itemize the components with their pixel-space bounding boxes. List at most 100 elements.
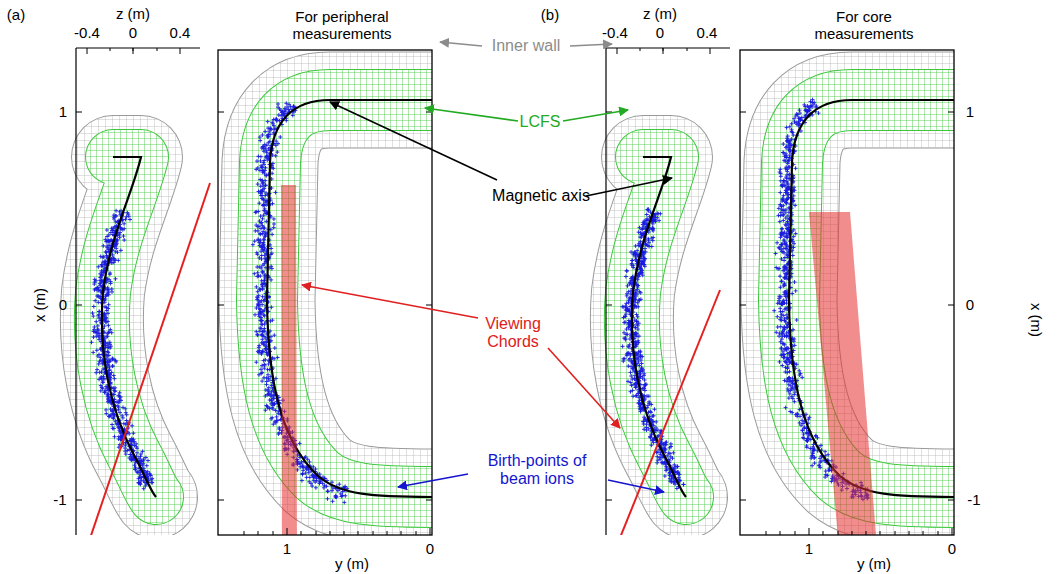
tick-mark [387,531,388,535]
tick-mark [133,48,134,51]
lcfs [632,157,686,497]
tick-label: 1 [966,104,974,121]
tick-mark [133,48,134,54]
axis-line [606,47,730,48]
tick-mark [110,48,111,51]
tick-mark [923,531,924,535]
panel-letter: (a) [7,7,25,24]
tick-mark [780,531,781,535]
tick-label: 0.4 [170,25,191,42]
tick-mark [663,48,664,54]
annotation-label: LCFS [520,113,561,131]
viewing-chord [809,212,878,535]
inner-wall [102,157,156,497]
tick-mark [218,305,224,306]
tick-mark [258,531,259,535]
tick-mark [87,48,88,54]
viewing-chord [76,183,210,535]
tick-mark [180,48,181,54]
axis-title: y (m) [335,556,369,573]
magnetic-axis [789,100,954,497]
tick-mark [766,531,767,535]
tick-mark [866,531,867,535]
tick-mark [948,500,954,501]
lcfs-mesh [789,100,954,497]
inner-wall [789,100,954,497]
tick-mark [373,531,374,535]
tick-mark [430,528,431,535]
tick-mark [640,48,641,51]
lcfs-mesh [632,157,686,497]
tick-mark [273,531,274,535]
tick-mark [76,500,82,501]
tick-label: 1 [283,541,291,558]
tick-mark [606,500,612,501]
tick-mark [344,531,345,535]
panel-title: For core measurements [789,9,939,42]
axis-line [75,48,76,535]
tick-mark [838,531,839,535]
tick-mark [948,112,954,113]
inner-wall [789,100,954,497]
tick-mark [938,531,939,535]
axis-line [605,48,606,535]
tick-mark [426,112,432,113]
tick-mark [795,531,796,535]
tick-label: -0.4 [74,25,100,42]
tick-mark [909,531,910,535]
tick-mark [809,528,810,535]
tick-mark [952,528,953,535]
tick-mark [301,531,302,535]
tick-label: 0 [426,541,434,558]
panel-letter: (b) [541,7,559,24]
tick-label: -0.4 [602,25,628,42]
axis-title: z (m) [643,6,677,23]
inner-wall-mesh [632,157,686,497]
tick-mark [687,48,688,51]
plot-frame [218,50,432,535]
beam-ion-birth-points [90,209,155,491]
tick-mark [426,500,432,501]
annotation-arrows [302,42,672,492]
tick-mark [895,531,896,535]
tick-mark [218,500,224,501]
axis-title: y (m) [857,556,891,573]
tick-mark [823,531,824,535]
tick-mark [880,531,881,535]
tick-mark [218,112,224,113]
axis-title: x (m) [32,288,49,322]
annotation-label: Inner wall [492,37,560,55]
lcfs-mesh [102,157,156,497]
inner-wall [632,157,686,497]
plot-frame [740,50,954,535]
annotation-label: Magnetic axis [491,187,591,205]
beam-ion-birth-points [251,101,349,504]
tick-label: 0 [966,297,974,314]
lcfs [789,100,954,497]
axis-title: x (m) [1028,303,1045,337]
xy-plot [740,50,962,560]
axis-title: z (m) [116,6,150,23]
tick-mark [617,48,618,54]
viewing-chord [281,185,297,535]
tick-mark [663,48,664,51]
lcfs [789,100,954,497]
lcfs [102,157,156,497]
inner-wall-mesh [789,100,954,497]
viewing-chord [607,290,720,535]
panel-title: For peripheral measurements [267,9,417,42]
magnetic-axis [632,157,686,497]
tick-mark [244,531,245,535]
tick-mark [740,500,746,501]
tick-mark [710,48,711,54]
lcfs [632,157,686,497]
tick-mark [316,531,317,535]
annotation-label: Birth-points of beam ions [472,452,602,487]
tick-label: 0.4 [697,25,718,42]
tick-label: -1 [53,492,66,509]
inner-wall [632,157,686,497]
xz-plot [606,48,730,570]
lcfs [102,157,156,497]
tick-label: 0 [948,541,956,558]
